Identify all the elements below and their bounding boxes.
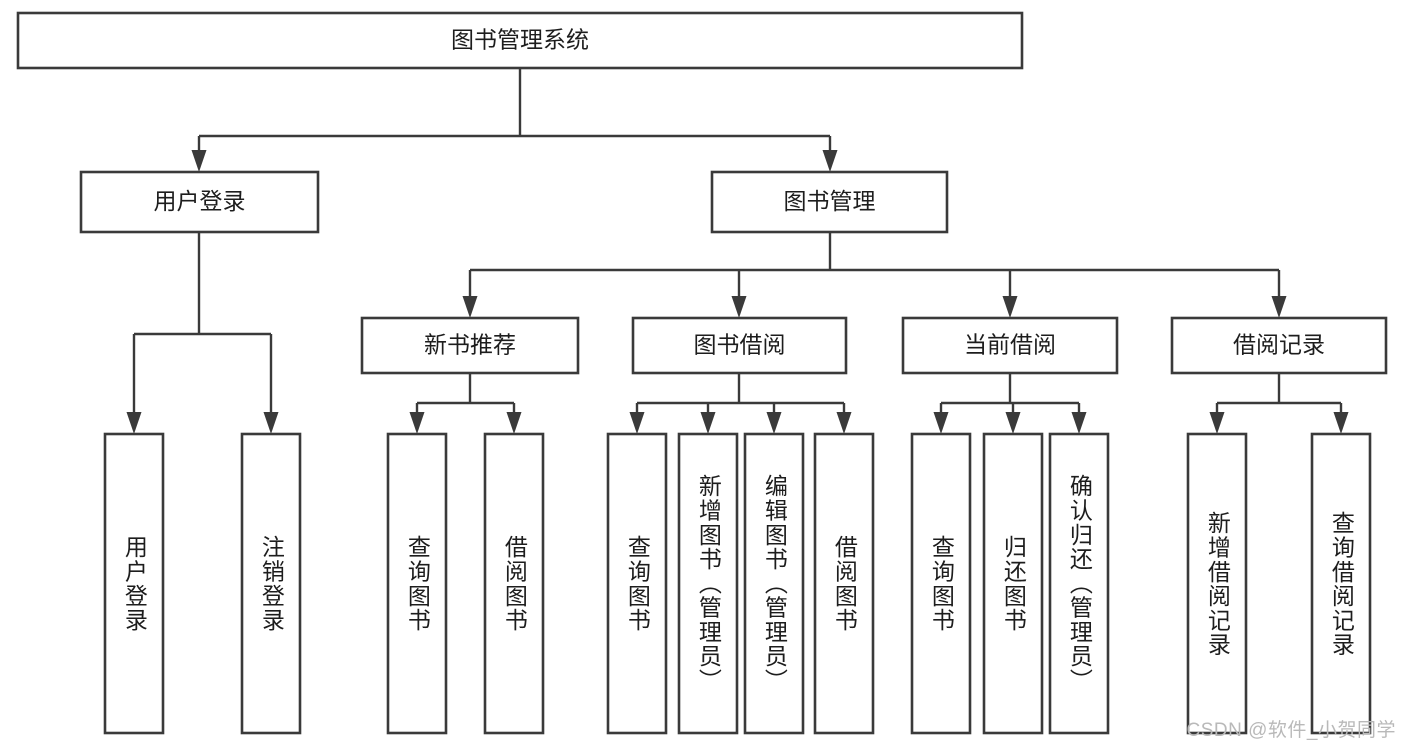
book-borrow-drop-3-arrowhead bbox=[836, 412, 852, 434]
book-mgmt-drop-3-arrowhead bbox=[1271, 296, 1287, 318]
node-label-user-login: 用户登录 bbox=[154, 188, 246, 214]
node-box-book-management[interactable] bbox=[710, 170, 949, 234]
current-borrow-drop-1-arrowhead bbox=[1005, 412, 1021, 434]
book-mgmt-drop-2-arrowhead bbox=[1002, 296, 1018, 318]
user-login-drop-1-arrowhead bbox=[263, 412, 279, 434]
node-box-current-borrow[interactable] bbox=[901, 316, 1119, 375]
node-box-leaf-add-book[interactable] bbox=[677, 432, 739, 735]
book-borrow-drop-1-arrowhead bbox=[700, 412, 716, 434]
node-label-current-borrow: 当前借阅 bbox=[964, 332, 1056, 358]
node-box-leaf-borrow-book-rec[interactable] bbox=[483, 432, 545, 735]
current-borrow-drop-2-arrowhead bbox=[1071, 412, 1087, 434]
node-label-new-book-recommend: 新书推荐 bbox=[424, 332, 516, 358]
node-box-new-book-recommend[interactable] bbox=[360, 316, 580, 375]
node-box-leaf-user-login[interactable] bbox=[103, 432, 165, 735]
node-boxes-layer bbox=[16, 11, 1388, 735]
current-borrow-drop-0-arrowhead bbox=[933, 412, 949, 434]
node-box-leaf-borrow-book[interactable] bbox=[813, 432, 875, 735]
node-label-borrow-record: 借阅记录 bbox=[1233, 332, 1325, 358]
node-label-book-management: 图书管理 bbox=[784, 188, 876, 214]
node-box-book-borrow[interactable] bbox=[631, 316, 848, 375]
node-box-leaf-logout[interactable] bbox=[240, 432, 302, 735]
node-label-root: 图书管理系统 bbox=[451, 27, 589, 53]
borrow-record-drop-1-arrowhead bbox=[1333, 412, 1349, 434]
node-box-leaf-query-book-current[interactable] bbox=[910, 432, 972, 735]
connectors-layer bbox=[126, 68, 1349, 434]
node-box-borrow-record[interactable] bbox=[1170, 316, 1388, 375]
new-book-recommend-drop-0-arrowhead bbox=[409, 412, 425, 434]
borrow-record-drop-0-arrowhead bbox=[1209, 412, 1225, 434]
user-login-drop-0-arrowhead bbox=[126, 412, 142, 434]
node-box-leaf-add-record[interactable] bbox=[1186, 432, 1248, 735]
new-book-recommend-drop-1-arrowhead bbox=[506, 412, 522, 434]
node-box-user-login[interactable] bbox=[79, 170, 320, 234]
book-mgmt-drop-0-arrowhead bbox=[462, 296, 478, 318]
node-box-root[interactable] bbox=[16, 11, 1024, 70]
node-box-leaf-confirm-return[interactable] bbox=[1048, 432, 1110, 735]
book-mgmt-drop-1-arrowhead bbox=[731, 296, 747, 318]
node-box-leaf-query-book-rec[interactable] bbox=[386, 432, 448, 735]
node-box-leaf-query-book-borrow[interactable] bbox=[606, 432, 668, 735]
node-box-leaf-query-record[interactable] bbox=[1310, 432, 1372, 735]
book-borrow-drop-2-arrowhead bbox=[766, 412, 782, 434]
node-label-book-borrow: 图书借阅 bbox=[694, 332, 786, 358]
node-box-leaf-edit-book[interactable] bbox=[743, 432, 805, 735]
root-drop-1-arrowhead bbox=[822, 150, 838, 172]
watermark-text: CSDN @软件_小贺同学 bbox=[1186, 720, 1396, 741]
book-borrow-drop-0-arrowhead bbox=[629, 412, 645, 434]
node-box-leaf-return-book[interactable] bbox=[982, 432, 1044, 735]
root-drop-0-arrowhead bbox=[191, 150, 207, 172]
